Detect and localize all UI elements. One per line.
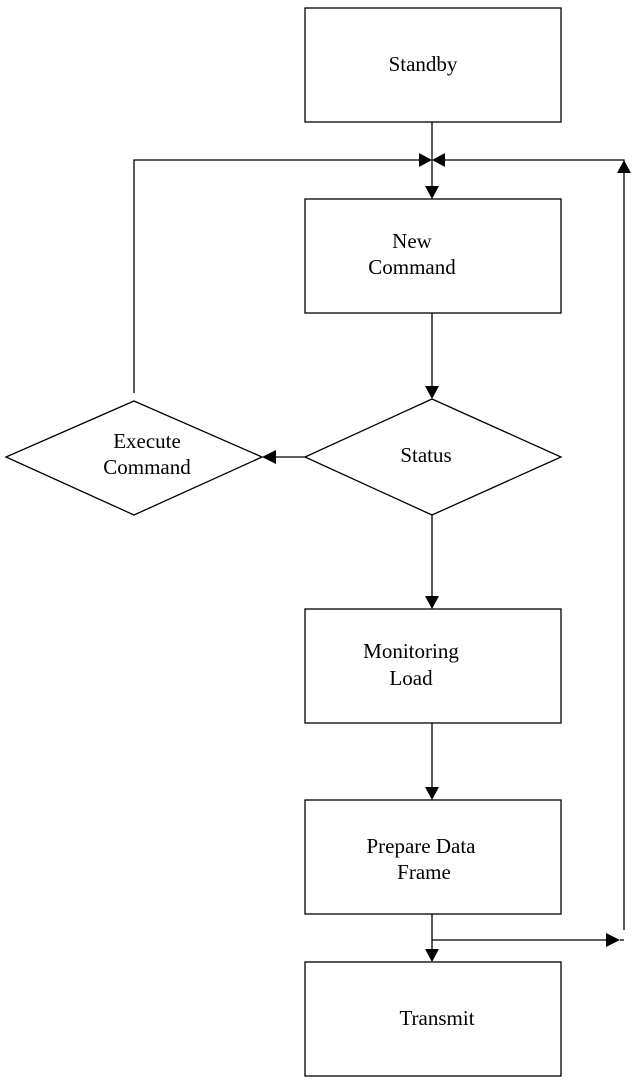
prepare-data-frame-label-line1: Prepare Data xyxy=(366,834,476,858)
arrowhead-into-new-command xyxy=(425,186,439,199)
new-command-box xyxy=(304,198,562,314)
new-command-label-line1: New xyxy=(392,229,432,253)
monitoring-load-label-line1: Monitoring xyxy=(363,639,459,663)
status-label: Status xyxy=(400,443,451,467)
standby-box xyxy=(304,7,562,123)
arrowhead-right-loop-up xyxy=(617,160,631,173)
transmit-box xyxy=(304,961,562,1077)
arrowhead-into-execute xyxy=(262,450,276,464)
transmit-label: Transmit xyxy=(399,1006,474,1030)
execute-command-diamond xyxy=(4,400,264,516)
arrowhead-into-status xyxy=(425,386,439,399)
execute-command-label-line1: Execute xyxy=(113,429,181,453)
arrowhead-into-monitoring xyxy=(425,596,439,609)
standby-label: Standby xyxy=(389,52,458,76)
connector-execute-loop-back xyxy=(133,159,421,393)
arrowhead-into-transmit xyxy=(425,949,439,962)
execute-command-label-line2: Command xyxy=(103,455,191,479)
arrowhead-into-prepare xyxy=(425,787,439,800)
new-command-label-line2: Command xyxy=(368,255,456,279)
arrowhead-transmit-loop-back xyxy=(432,153,445,167)
arrowhead-right-loop-entry xyxy=(606,933,620,947)
prepare-data-frame-label-line2: Frame xyxy=(397,860,451,884)
arrowhead-execute-loop-back xyxy=(419,153,432,167)
prepare-data-frame-box xyxy=(304,799,562,915)
monitoring-load-box xyxy=(304,608,562,724)
monitoring-load-label-line2: Load xyxy=(389,666,433,690)
